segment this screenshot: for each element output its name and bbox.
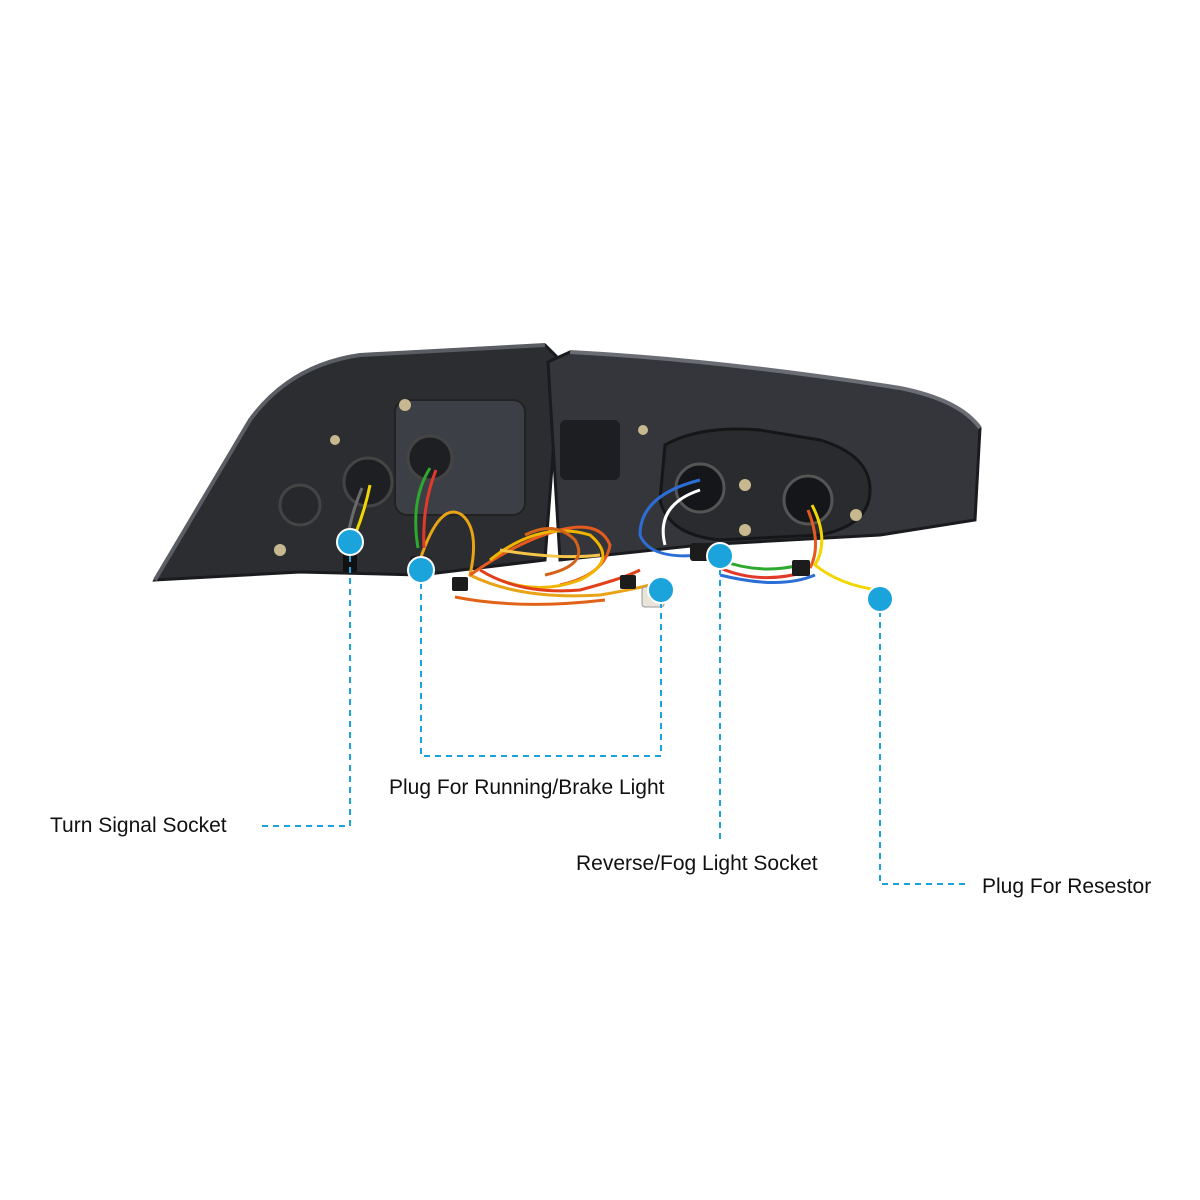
outer-housing-rim: [153, 343, 546, 582]
inner-stud-3: [850, 509, 862, 521]
outer-bulb-socket-2: [406, 434, 454, 482]
marker-running-brake: [407, 556, 435, 584]
marker-running-brake-2: [647, 576, 675, 604]
callout-markers: [336, 528, 894, 613]
marker-reverse-fog: [706, 542, 734, 570]
inline-connector-left: [452, 577, 468, 591]
resistor-wires: [806, 504, 879, 592]
outer-stud-2: [330, 435, 340, 445]
inner-bulb-socket-2: [782, 474, 834, 526]
marker-turn-signal: [336, 528, 364, 556]
outer-stud: [399, 399, 411, 411]
reverse-fog-connector: [690, 543, 710, 561]
leader-resistor: [879, 600, 970, 885]
resistor-plug-label: Plug For Resestor: [982, 875, 1152, 898]
marker-resistor: [866, 585, 894, 613]
outer-stud-3: [274, 544, 286, 556]
center-bracket: [560, 420, 620, 480]
turn-signal-socket-label: Turn Signal Socket: [50, 814, 227, 837]
inner-housing-rim: [569, 350, 982, 430]
inner-stud-2: [739, 524, 751, 536]
inner-bulb-socket-1: [674, 462, 726, 514]
wiring-harness: [418, 510, 651, 606]
inner-stud-4: [638, 425, 648, 435]
leader-running-brake: [420, 572, 662, 757]
inline-connector-right: [620, 575, 636, 589]
leader-turn-signal: [260, 545, 351, 827]
mid-connector: [792, 560, 810, 576]
leader-lines: [260, 545, 970, 885]
reverse-fog-socket-label: Reverse/Fog Light Socket: [576, 852, 818, 875]
running-brake-plug-label: Plug For Running/Brake Light: [389, 776, 665, 799]
running-brake-wires: [414, 467, 438, 549]
outer-bulb-socket-1: [342, 456, 394, 508]
inner-stud: [739, 479, 751, 491]
outer-vent: [278, 483, 322, 527]
